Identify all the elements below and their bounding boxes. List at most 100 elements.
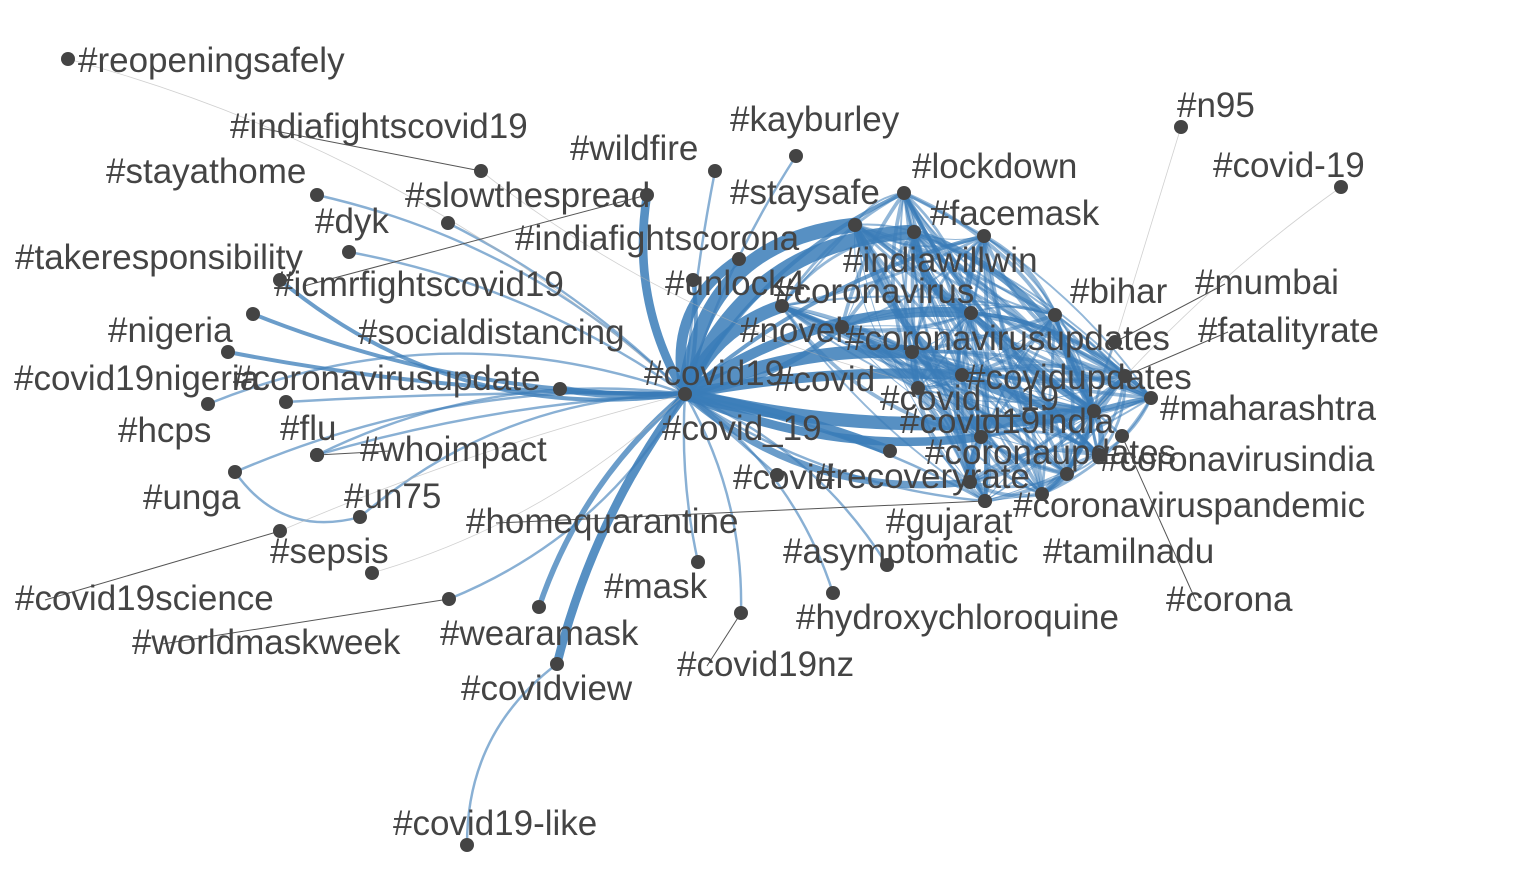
cluster-edge-bihar-lockdown bbox=[903, 192, 1056, 316]
node-covid-19[interactable] bbox=[1334, 180, 1348, 194]
node-covid_19[interactable] bbox=[883, 444, 897, 458]
node-sepsis[interactable] bbox=[365, 566, 379, 580]
node-unga[interactable] bbox=[228, 465, 242, 479]
node-label-flu: #flu bbox=[280, 409, 336, 448]
node-hcps[interactable] bbox=[201, 397, 215, 411]
network-nodes bbox=[61, 52, 1348, 852]
node-nigeria[interactable] bbox=[246, 307, 260, 321]
node-slowthespread[interactable] bbox=[441, 216, 455, 230]
node-label-coronavirusupdate: #coronavirusupdate bbox=[233, 359, 540, 398]
node-maharashtra[interactable] bbox=[1144, 391, 1158, 405]
node-unlock4[interactable] bbox=[686, 273, 700, 287]
node-worldmaskweek[interactable] bbox=[442, 592, 456, 606]
node-whoimpact[interactable] bbox=[310, 448, 324, 462]
node-covid[interactable] bbox=[905, 345, 919, 359]
node-label-unlock4: #unlock4 bbox=[665, 264, 805, 303]
node-covid19nigeria[interactable] bbox=[221, 345, 235, 359]
node-wearamask[interactable] bbox=[532, 600, 546, 614]
edge-reopeningsafely-covid19 bbox=[67, 58, 686, 395]
cluster-edge-tamilnadu-gujarat bbox=[983, 472, 1069, 503]
edge-covid19-mask bbox=[682, 392, 700, 564]
node-label-facemask: #facemask bbox=[930, 194, 1100, 233]
node-indiawillwin[interactable] bbox=[907, 225, 921, 239]
node-label-whoimpact: #whoimpact bbox=[360, 430, 547, 469]
node-covid19india[interactable] bbox=[1087, 404, 1101, 418]
node-n95[interactable] bbox=[1174, 120, 1188, 134]
node-hydroxychloroquine[interactable] bbox=[826, 586, 840, 600]
cluster-edge-coronaviruspandemic-lockdown bbox=[903, 192, 1043, 495]
node-label-covid19: #covid19 bbox=[644, 354, 784, 393]
node-coronavirusupdate[interactable] bbox=[279, 395, 293, 409]
node-un75[interactable] bbox=[353, 510, 367, 524]
node-novel[interactable] bbox=[835, 320, 849, 334]
node-covid19science[interactable] bbox=[273, 524, 287, 538]
node-socialdistancing[interactable] bbox=[553, 382, 567, 396]
node-coronaupdates[interactable] bbox=[974, 430, 988, 444]
node-label-corona: #corona bbox=[1166, 580, 1293, 619]
node-label-homequarantine: #homequarantine bbox=[466, 502, 738, 541]
node-label-covid2: #covid bbox=[733, 458, 834, 497]
node-wildfire[interactable] bbox=[708, 164, 722, 178]
node-indiafightscovid19[interactable] bbox=[474, 164, 488, 178]
node-coronaviruspandemic[interactable] bbox=[1035, 487, 1049, 501]
node-bihar[interactable] bbox=[1048, 308, 1062, 322]
node-covid19-like[interactable] bbox=[460, 838, 474, 852]
node-reopeningsafely[interactable] bbox=[61, 52, 75, 66]
node-label-slowthespread: #slowthespread bbox=[405, 176, 650, 215]
node-label-reopeningsafely: #reopeningsafely bbox=[78, 41, 345, 80]
node-label-dyk: #dyk bbox=[315, 202, 389, 241]
cluster-edge-covid_19b-lockdown bbox=[890, 191, 920, 390]
node-indiafightscorona[interactable] bbox=[732, 252, 746, 266]
node-staysafe[interactable] bbox=[848, 218, 862, 232]
node-coronavirusindia[interactable] bbox=[1092, 448, 1106, 462]
node-asymptomatic[interactable] bbox=[880, 558, 894, 572]
node-mumbai[interactable] bbox=[1108, 335, 1122, 349]
node-label-un75: #un75 bbox=[344, 477, 441, 516]
cluster-edge-fatalityrate-bihar bbox=[1053, 313, 1127, 378]
node-label-unga: #unga bbox=[143, 478, 241, 517]
node-recoveryrate[interactable] bbox=[963, 475, 977, 489]
node-label-lockdown: #lockdown bbox=[912, 147, 1077, 186]
node-mask[interactable] bbox=[691, 555, 705, 569]
node-label-covid19india: #covid19india bbox=[900, 402, 1115, 441]
edge-covid19-covidview bbox=[552, 389, 690, 669]
node-corona[interactable] bbox=[1115, 429, 1129, 443]
node-label-covid19nz: #covid19nz bbox=[677, 645, 854, 684]
node-coronavirusupdates[interactable] bbox=[964, 306, 978, 320]
edge-covid19-whoimpact bbox=[315, 387, 687, 457]
node-covid_19b[interactable] bbox=[911, 381, 925, 395]
node-label-coronaviruspandemic: #coronaviruspandemic bbox=[1013, 486, 1365, 525]
node-kayburley[interactable] bbox=[789, 149, 803, 163]
node-stayathome[interactable] bbox=[310, 188, 324, 202]
node-label-recoveryrate: #recoveryrate bbox=[816, 457, 1030, 496]
node-covid19[interactable] bbox=[678, 387, 692, 401]
cluster-edge-covid_19b-facemask bbox=[917, 235, 985, 389]
node-takeresponsibility[interactable] bbox=[273, 273, 287, 287]
leader-line-fatalityrate bbox=[1124, 331, 1229, 377]
node-fatalityrate[interactable] bbox=[1118, 369, 1132, 383]
edge-covidview-covid19-like bbox=[465, 662, 559, 847]
leader-line-mumbai bbox=[1114, 283, 1226, 343]
cluster-edge-coronavirus-facemask bbox=[780, 234, 986, 308]
network-labels: #reopeningsafely#indiafightscovid19#stay… bbox=[14, 41, 1379, 843]
node-covidview[interactable] bbox=[550, 657, 564, 671]
cluster-edge-indiawillwin-covid19india bbox=[912, 230, 1096, 413]
node-label-covid19nigeria: #covid19nigeria bbox=[14, 359, 260, 398]
cluster-edge-coronavirus-lockdown bbox=[780, 191, 906, 308]
node-covid2[interactable] bbox=[770, 468, 784, 482]
node-icmrfightscovid19[interactable] bbox=[640, 188, 654, 202]
node-tamilnadu[interactable] bbox=[1060, 467, 1074, 481]
cluster-edge-staysafe-novel bbox=[841, 224, 862, 328]
cluster-edge-coronavirus-covid_19b bbox=[781, 305, 919, 389]
node-facemask[interactable] bbox=[977, 229, 991, 243]
cluster-edge-maharashtra-gujarat bbox=[984, 397, 1152, 502]
node-lockdown[interactable] bbox=[897, 186, 911, 200]
node-label-covidupdates: #covidupdates bbox=[966, 358, 1192, 397]
node-label-covid_19: #covid_19 bbox=[662, 409, 822, 448]
node-covid19nz[interactable] bbox=[734, 606, 748, 620]
edge-unga-un75 bbox=[233, 470, 362, 524]
node-gujarat[interactable] bbox=[978, 494, 992, 508]
node-dyk[interactable] bbox=[342, 245, 356, 259]
node-coronavirus[interactable] bbox=[775, 299, 789, 313]
node-covidupdates[interactable] bbox=[955, 368, 969, 382]
